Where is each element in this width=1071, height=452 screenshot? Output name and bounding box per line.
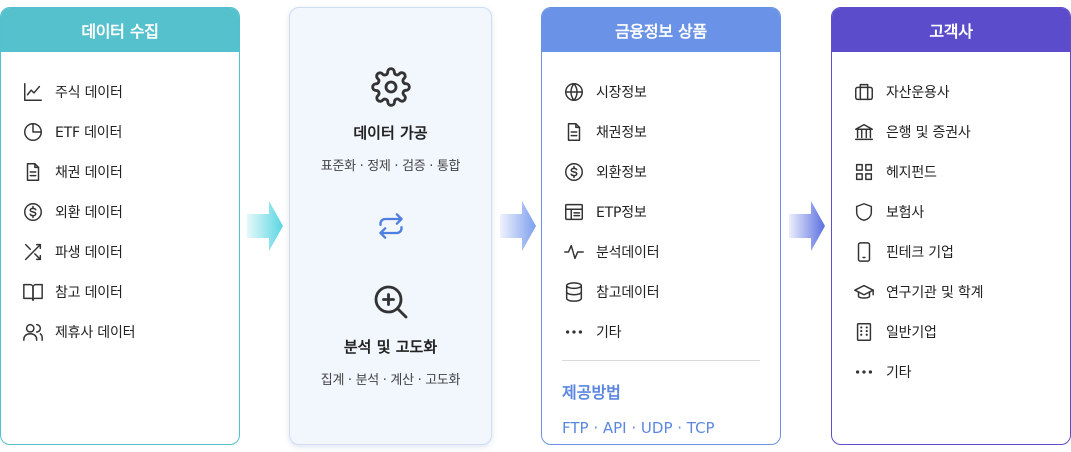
pulse-icon [562,240,586,264]
list-item-label: 보험사 [886,205,925,221]
list-item-label: 헤지펀드 [886,165,937,181]
list-item: 주식 데이터 [21,72,239,112]
flow-arrow-icon [789,201,825,251]
list-item: 기타 [562,312,780,352]
database-icon [562,280,586,304]
financial-products-card: 금융정보 상품 시장정보 채권정보 외환정보 ETP정보 분석데이터 참고데이터 [541,7,781,445]
pie-chart-icon [21,120,45,144]
list-item: 기타 [852,352,1070,392]
dollar-circle-icon [562,160,586,184]
smartphone-icon [852,240,876,264]
list-item-label: ETF 데이터 [55,125,123,141]
list-item: 분석데이터 [562,232,780,272]
list-item-label: 주식 데이터 [55,85,123,101]
list-item-label: 기타 [886,365,912,381]
list-item-label: 채권 데이터 [55,165,123,181]
data-processing-card: 데이터 가공 표준화 · 정제 · 검증 · 통합 분석 및 고도화 집계 · … [289,7,492,445]
list-item: 은행 및 증권사 [852,112,1070,152]
zoom-in-icon [374,285,407,319]
list-item-label: 외환정보 [596,165,647,181]
data-collection-list: 주식 데이터 ETF 데이터 채권 데이터 외환 데이터 파생 데이터 참고 데… [1,52,239,352]
gear-icon [370,67,411,107]
bank-icon [852,120,876,144]
list-item: 참고 데이터 [21,272,239,312]
list-item-label: ETP정보 [596,205,647,221]
list-item-label: 은행 및 증권사 [886,125,971,141]
financial-products-title: 금융정보 상품 [542,8,780,52]
list-item-label: 참고데이터 [596,285,660,301]
list-item: 외환정보 [562,152,780,192]
table-icon [562,200,586,224]
list-item-label: 참고 데이터 [55,285,123,301]
divider [562,360,760,361]
list-item: 일반기업 [852,312,1070,352]
users-icon [21,320,45,344]
document-icon [562,120,586,144]
list-item: ETP정보 [562,192,780,232]
document-icon [21,160,45,184]
book-icon [21,280,45,304]
list-item-label: 분석데이터 [596,245,660,261]
clients-list: 자산운용사 은행 및 증권사 헤지펀드 보험사 핀테크 기업 연구기관 및 학계… [832,52,1070,392]
delivery-methods: FTP · API · UDP · TCP [562,419,715,437]
list-item-label: 연구기관 및 학계 [886,285,984,301]
shuffle-icon [21,240,45,264]
processing-step-subtitle: 표준화 · 정제 · 검증 · 통합 [320,159,461,174]
list-item-label: 제휴사 데이터 [55,325,136,341]
list-item: 핀테크 기업 [852,232,1070,272]
analysis-step-title: 분석 및 고도화 [343,338,438,356]
list-item-label: 파생 데이터 [55,245,123,261]
list-item-label: 외환 데이터 [55,205,123,221]
list-item-label: 시장정보 [596,85,647,101]
more-icon [562,320,586,344]
briefcase-icon [852,80,876,104]
line-chart-icon [21,80,45,104]
list-item-label: 일반기업 [886,325,937,341]
analysis-step: 분석 및 고도화 집계 · 분석 · 계산 · 고도화 [290,282,491,388]
flow-arrow-icon [247,201,283,251]
list-item: 자산운용사 [852,72,1070,112]
financial-products-list: 시장정보 채권정보 외환정보 ETP정보 분석데이터 참고데이터 기타 [542,52,780,352]
more-icon [852,360,876,384]
list-item: 채권정보 [562,112,780,152]
flow-arrow-icon [500,201,536,251]
list-item: 파생 데이터 [21,232,239,272]
building-icon [852,320,876,344]
graduation-cap-icon [852,280,876,304]
list-item: 시장정보 [562,72,780,112]
list-item: 참고데이터 [562,272,780,312]
globe-icon [562,80,586,104]
shield-icon [852,200,876,224]
clients-title: 고객사 [832,8,1070,52]
dollar-circle-icon [21,200,45,224]
list-item-label: 핀테크 기업 [886,245,954,261]
data-collection-title: 데이터 수집 [1,8,239,52]
list-item-label: 자산운용사 [886,85,950,101]
list-item: ETF 데이터 [21,112,239,152]
list-item: 헤지펀드 [852,152,1070,192]
data-collection-card: 데이터 수집 주식 데이터 ETF 데이터 채권 데이터 외환 데이터 파생 데… [0,7,240,445]
list-item: 채권 데이터 [21,152,239,192]
clients-card: 고객사 자산운용사 은행 및 증권사 헤지펀드 보험사 핀테크 기업 연구기관 … [831,7,1071,445]
delivery-method-title: 제공방법 [562,383,621,402]
list-item-label: 채권정보 [596,125,647,141]
analysis-step-subtitle: 집계 · 분석 · 계산 · 고도화 [320,373,461,388]
repeat-icon [378,213,403,239]
list-item: 보험사 [852,192,1070,232]
list-item: 외환 데이터 [21,192,239,232]
list-item-label: 기타 [596,325,622,341]
processing-step: 데이터 가공 표준화 · 정제 · 검증 · 통합 [290,66,491,174]
processing-loop [290,212,491,244]
list-item: 제휴사 데이터 [21,312,239,352]
grid-icon [852,160,876,184]
list-item: 연구기관 및 학계 [852,272,1070,312]
processing-step-title: 데이터 가공 [353,124,428,142]
